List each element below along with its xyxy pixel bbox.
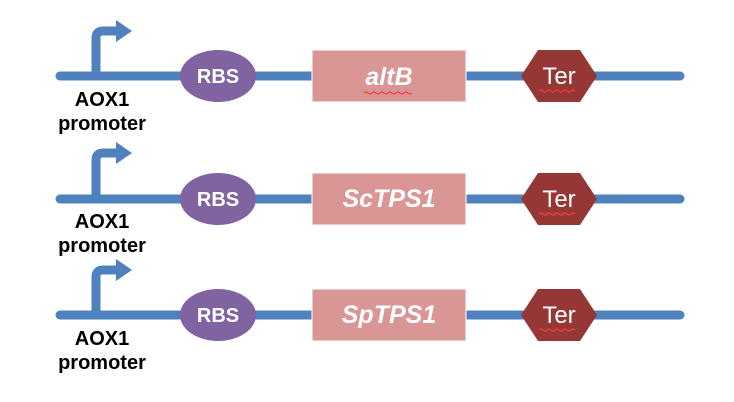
promoter-arrowhead-icon — [116, 20, 132, 42]
promoter-type: promoter — [58, 235, 146, 257]
promoter-arrow-icon — [91, 265, 118, 315]
spellcheck-underline — [363, 91, 413, 95]
promoter-name: AOX1 — [74, 89, 130, 111]
terminator-hexagon — [521, 173, 597, 225]
rbs-label: RBS — [197, 305, 239, 327]
rbs-ellipse — [180, 50, 256, 102]
rbs-label: RBS — [197, 189, 239, 211]
gene-label: altB — [365, 63, 412, 91]
promoter-arrowhead-icon — [116, 259, 132, 281]
promoter-label: AOX1 promoter — [42, 88, 162, 136]
construct-2: RBS ScTPS1 Ter — [55, 142, 685, 226]
construct-3: RBS SpTPS1 Ter — [55, 259, 685, 342]
promoter-type: promoter — [58, 352, 146, 374]
gene-box — [311, 288, 467, 342]
rbs-ellipse — [180, 289, 256, 341]
gene-box — [311, 172, 467, 226]
terminator-hexagon — [521, 50, 597, 102]
promoter-arrowhead-icon — [116, 142, 132, 164]
terminator-label: Ter — [542, 63, 575, 90]
spellcheck-underline — [538, 328, 576, 332]
spellcheck-underline — [538, 89, 576, 93]
promoter-arrow-icon — [91, 148, 118, 199]
promoter-name: AOX1 — [74, 328, 130, 350]
promoter-label: AOX1 promoter — [42, 327, 162, 375]
rbs-label: RBS — [197, 66, 239, 88]
promoter-arrow-icon — [91, 26, 118, 76]
terminator-label: Ter — [542, 186, 575, 213]
spellcheck-underline — [538, 212, 576, 216]
gene-label: SpTPS1 — [342, 301, 436, 329]
terminator-label: Ter — [542, 302, 575, 329]
gene-label: ScTPS1 — [342, 185, 435, 213]
construct-1: RBS altB Ter — [55, 20, 685, 103]
promoter-label: AOX1 promoter — [42, 210, 162, 258]
terminator-hexagon — [521, 289, 597, 341]
promoter-type: promoter — [58, 113, 146, 135]
rbs-ellipse — [180, 173, 256, 225]
gene-box — [311, 49, 467, 103]
promoter-name: AOX1 — [74, 211, 130, 233]
